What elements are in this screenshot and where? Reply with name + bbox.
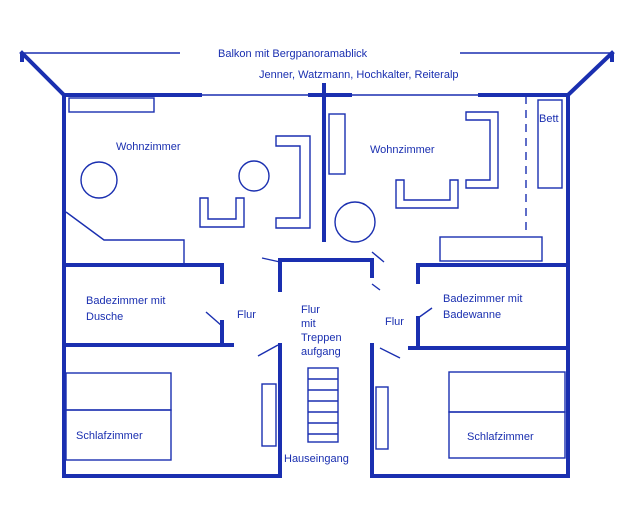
left-bedroom-label: Schlafzimmer [76,430,143,442]
armchair-table-left [238,160,270,192]
interior-walls [62,83,570,478]
couch-left [199,197,245,228]
sofa-left [275,135,311,229]
right-bedroom-label: Schlafzimmer [467,431,534,443]
staircase [307,367,339,443]
cabinet-right [328,113,346,175]
bed-left-bottom [65,409,172,461]
center-hall-label-line1: Flur [301,304,320,316]
door-left-bath [205,311,223,327]
balcony-subtitle: Jenner, Watzmann, Hochkalter, Reiteralp [259,69,459,81]
center-hall-label-line4: aufgang [301,346,341,358]
bedroom-furniture [65,371,566,461]
staircase-outline [307,367,339,443]
right-bath-label-line2: Badewanne [443,309,501,321]
right-hall-label: Flur [385,316,404,328]
bed-label: Bett [539,113,559,125]
balcony-right-diagonal [565,50,615,98]
table-right [334,201,376,243]
lowboard-right [439,236,543,262]
outer-walls [62,93,570,478]
balcony-left-diagonal [19,50,67,98]
sideboard-left [68,97,155,113]
right-living-label: Wohnzimmer [370,144,435,156]
door-left-living [261,257,281,263]
right-bath-label-line1: Badezimmer mit [443,293,522,305]
left-bath-label-line2: Dusche [86,311,123,323]
bed-left-top [65,372,172,411]
bed-right-bottom [448,411,566,459]
balcony-title: Balkon mit Bergpanoramablick [218,48,368,60]
bed-right [537,99,563,189]
center-hall-label-line3: Treppen [301,332,342,344]
corner-unit-left [65,211,185,265]
left-living-furniture [65,97,311,265]
wardrobe-left [261,383,277,447]
bed-right-top [448,371,566,413]
door-center-hall [371,283,381,291]
door-right-living [371,251,385,263]
door-right-bath [417,307,433,319]
sofa-right [465,111,499,189]
entrance-label: Hauseingang [284,453,349,465]
left-living-label: Wohnzimmer [116,141,181,153]
left-bath-label-line1: Badezimmer mit [86,295,165,307]
couch-right [395,179,459,209]
right-living-furniture [328,96,563,262]
doors [205,251,433,359]
table-left [80,161,118,199]
left-hall-label: Flur [237,309,256,321]
wardrobe-right [375,386,389,450]
door-right-bedroom [379,347,401,359]
center-hall-label-line2: mit [301,318,316,330]
door-left-bedroom [257,344,279,357]
